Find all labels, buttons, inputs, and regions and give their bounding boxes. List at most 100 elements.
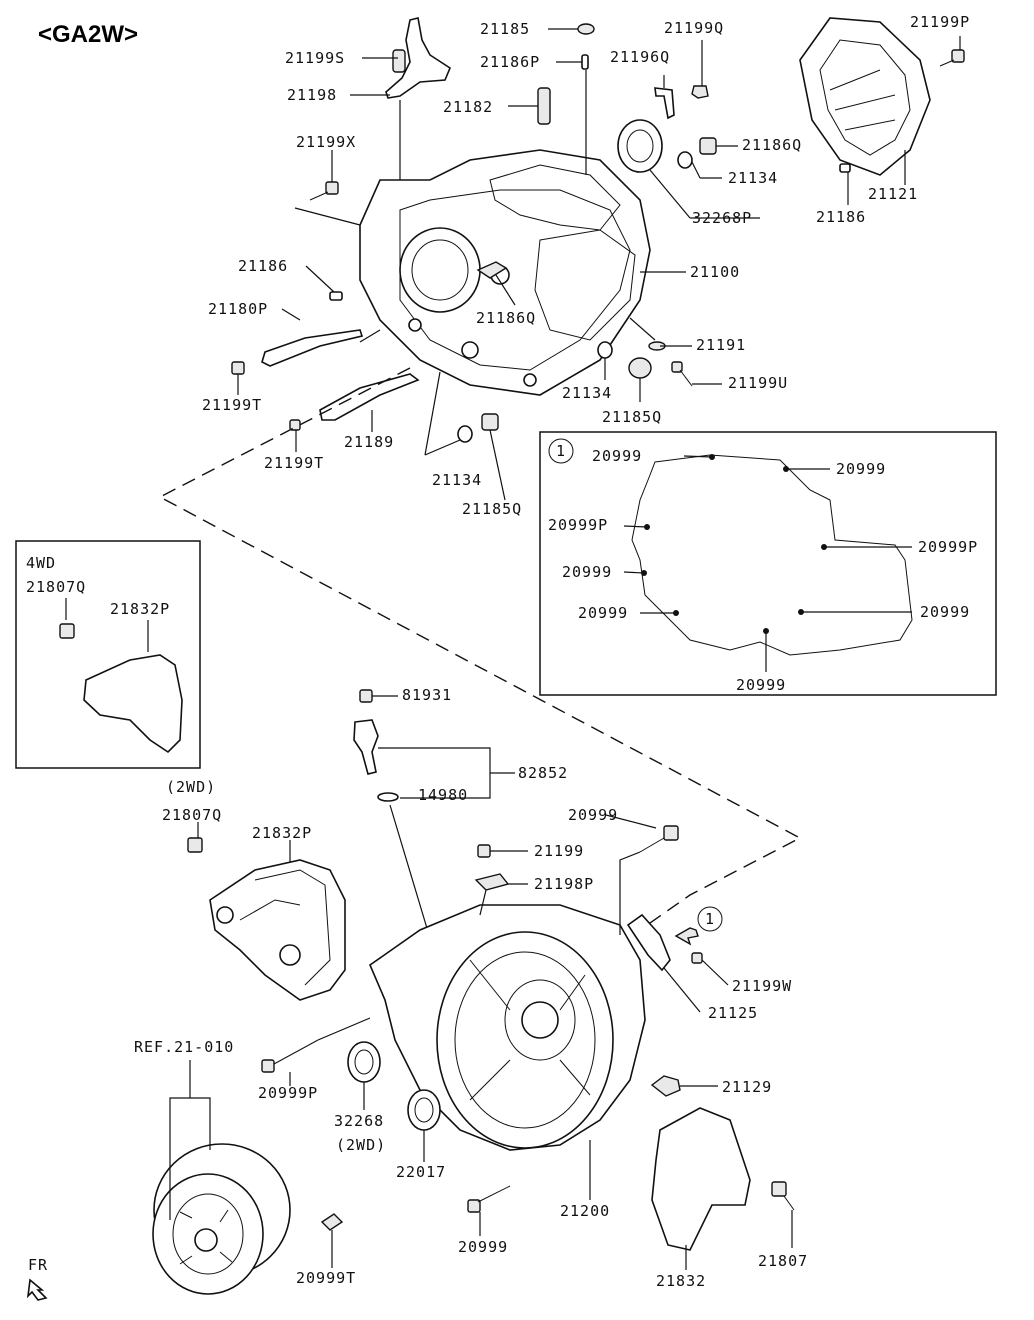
bracket-21198P <box>474 873 510 891</box>
inset-4wd-bracket-label: 21832P <box>110 600 170 618</box>
bolt-21199P <box>939 49 965 67</box>
part-label: 21121 <box>868 185 918 203</box>
inset-label: 20999 <box>592 447 642 465</box>
callout-marker: 1 <box>674 906 723 946</box>
bracket-21832P-2wd <box>209 859 346 1001</box>
part-label: 21186Q <box>476 309 536 327</box>
part-label: 21186 <box>816 208 866 226</box>
part-label: 21185Q <box>462 500 522 518</box>
inset-label: 20999 <box>562 563 612 581</box>
part-label: 21134 <box>728 169 778 187</box>
inset-4wd-bolt-label: 21807Q <box>26 578 86 596</box>
bracket-21180P <box>261 329 364 367</box>
bolt-21199T-a <box>231 361 245 375</box>
bracket-21125 <box>626 913 671 972</box>
o-ring-14980 <box>377 792 399 802</box>
part-label: (2WD) <box>166 778 216 796</box>
bolt-21199X <box>309 181 339 201</box>
washer-21134-c <box>457 425 473 443</box>
bolt-21199U <box>671 361 693 387</box>
part-label: 22017 <box>396 1163 446 1181</box>
inset-marker-number: 1 <box>556 442 566 460</box>
bolt-20999-lower <box>467 1185 511 1213</box>
inset-4wd: 4WD 21807Q 21832P <box>15 540 201 769</box>
bolt-21199 <box>477 844 491 858</box>
dowel-21182 <box>537 87 551 125</box>
pin-21186-left <box>329 291 343 301</box>
fr-label: FR <box>28 1256 48 1274</box>
part-label: 21100 <box>690 263 740 281</box>
sensor-82852 <box>353 689 399 802</box>
inset-label: 20999P <box>548 516 608 534</box>
plug-21186Q-top <box>699 137 717 155</box>
part-label: 21199P <box>910 13 970 31</box>
bolt-21199W <box>691 952 703 964</box>
part-label: 21199 <box>534 842 584 860</box>
part-label: 21832 <box>656 1272 706 1290</box>
bracket-21832 <box>651 1107 751 1251</box>
inset-label: 20999P <box>918 538 978 556</box>
inset-label: 20999 <box>736 676 786 694</box>
part-label: 21199T <box>202 396 262 414</box>
bracket-21832P-4wd <box>83 654 183 754</box>
inset-4wd-heading: 4WD <box>26 554 56 572</box>
nut-21129 <box>650 1075 681 1097</box>
part-label: 21196Q <box>610 48 670 66</box>
part-label: 21198 <box>287 86 337 104</box>
pin-21186P <box>581 54 589 70</box>
bolt-20999P-lower <box>261 1039 319 1073</box>
part-label: 21807Q <box>162 806 222 824</box>
part-label: 21134 <box>562 384 612 402</box>
part-label: 21125 <box>708 1004 758 1022</box>
part-label: 81931 <box>402 686 452 704</box>
callout-marker-number: 1 <box>705 910 715 928</box>
plug-21185Q-b <box>481 413 499 431</box>
part-label: 21199S <box>285 49 345 67</box>
oil-seal-32268 <box>347 1041 381 1083</box>
part-label: 82852 <box>518 764 568 782</box>
part-label: 21189 <box>344 433 394 451</box>
part-label: 21185Q <box>602 408 662 426</box>
part-label: 32268P <box>692 209 752 227</box>
part-label: 21807 <box>758 1252 808 1270</box>
part-label: 21199T <box>264 454 324 472</box>
part-label: 14980 <box>418 786 468 804</box>
transmission-housing-21200 <box>369 904 646 1151</box>
plug-21185 <box>577 23 595 35</box>
guide-21189 <box>319 373 420 421</box>
part-label: 21191 <box>696 336 746 354</box>
part-label: 20999 <box>568 806 618 824</box>
part-label: 21186 <box>238 257 288 275</box>
leader-lines-top <box>237 28 961 501</box>
cover-21121 <box>799 17 931 176</box>
bracket-21198 <box>385 17 451 99</box>
part-label: 21200 <box>560 1202 610 1220</box>
bolt-20999-upper <box>639 825 679 853</box>
part-label: 32268 <box>334 1112 384 1130</box>
part-labels: 21185 21199Q 21199P 21199S 21186P 21196Q… <box>134 13 970 1290</box>
diagram-title: <GA2W> <box>38 21 138 48</box>
bolt-location-inset: 1 20999 20999 20999P 20999P 20999 20999 … <box>539 431 997 696</box>
part-label: 21199W <box>732 977 792 995</box>
inset-label: 20999 <box>920 603 970 621</box>
part-label: 21185 <box>480 20 530 38</box>
bolt-81931 <box>359 689 373 703</box>
bolt-21807Q <box>187 837 203 853</box>
inset-label: 20999 <box>578 604 628 622</box>
part-label: 21199X <box>296 133 356 151</box>
inset-label: 20999 <box>836 460 886 478</box>
clutch-assembly <box>152 1143 291 1295</box>
part-label: 21182 <box>443 98 493 116</box>
dashed-link-line <box>158 367 802 931</box>
bolt-21807 <box>771 1181 795 1211</box>
part-label: 21199Q <box>664 19 724 37</box>
bracket-21196Q <box>654 87 675 120</box>
oil-seal-22017 <box>407 1089 441 1131</box>
pin-21186-right <box>839 163 851 173</box>
part-label: 21832P <box>252 824 312 842</box>
front-direction-indicator: FR <box>26 1256 48 1301</box>
bolt-21807Q-4wd <box>59 623 75 639</box>
part-label: 21199U <box>728 374 788 392</box>
part-label: REF.21-010 <box>134 1038 234 1056</box>
